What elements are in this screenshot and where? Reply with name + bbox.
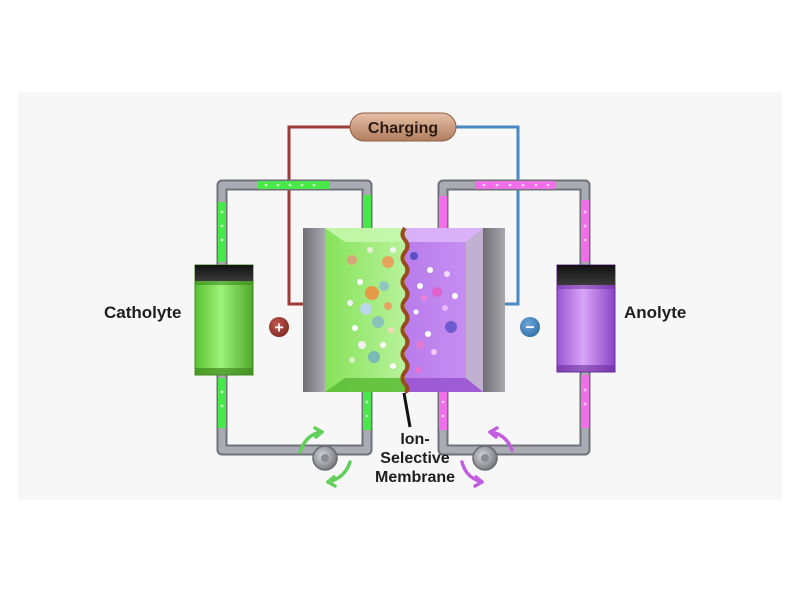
- catholyte-label: Catholyte: [104, 303, 182, 322]
- anolyte-flow-dots: [441, 183, 587, 418]
- positive-terminal: +: [269, 317, 289, 337]
- cell-stack: [303, 226, 505, 394]
- membrane-label-line: Selective: [380, 450, 450, 467]
- catholyte-tank: [194, 264, 254, 376]
- anolyte-pump-rotation-arrows: [460, 426, 514, 488]
- positive-wire: [287, 125, 350, 306]
- positive-electrode: [303, 228, 325, 392]
- catholyte-pump: [312, 445, 338, 471]
- ion-selective-membrane: [400, 226, 410, 394]
- catholyte-ions: [347, 247, 396, 369]
- negative-terminal: −: [520, 317, 540, 337]
- negative-wire: [455, 125, 520, 306]
- catholyte-flow-dots: [220, 183, 369, 418]
- anolyte-ions: [410, 252, 458, 373]
- charging-indicator: Charging: [349, 112, 457, 142]
- membrane-label-line: Ion-: [400, 431, 430, 448]
- positive-symbol: +: [274, 320, 283, 337]
- membrane-label: Ion- Selective Membrane: [360, 430, 470, 487]
- anolyte-flow: [439, 181, 589, 430]
- negative-electrode: [483, 228, 505, 392]
- negative-symbol: −: [525, 320, 534, 337]
- anolyte-label: Anolyte: [624, 303, 687, 322]
- membrane-pointer: [402, 392, 412, 428]
- anolyte-pump: [472, 445, 498, 471]
- membrane-label-line: Membrane: [374, 469, 456, 486]
- catholyte-pump-rotation-arrows: [298, 426, 352, 488]
- anolyte-tank: [556, 264, 616, 373]
- charging-label: Charging: [368, 120, 438, 137]
